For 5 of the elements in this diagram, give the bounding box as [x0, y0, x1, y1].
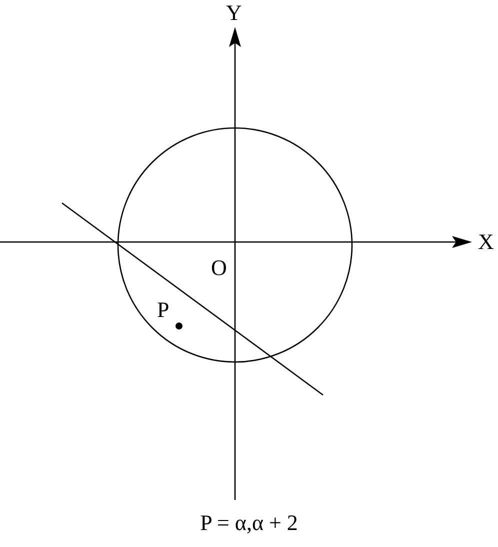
- point-label: P: [157, 299, 170, 321]
- axis-label: X: [478, 231, 494, 253]
- origin-label: O: [211, 257, 227, 279]
- caption: P = α,α + 2: [199, 512, 299, 534]
- axis-label: Y: [226, 2, 242, 24]
